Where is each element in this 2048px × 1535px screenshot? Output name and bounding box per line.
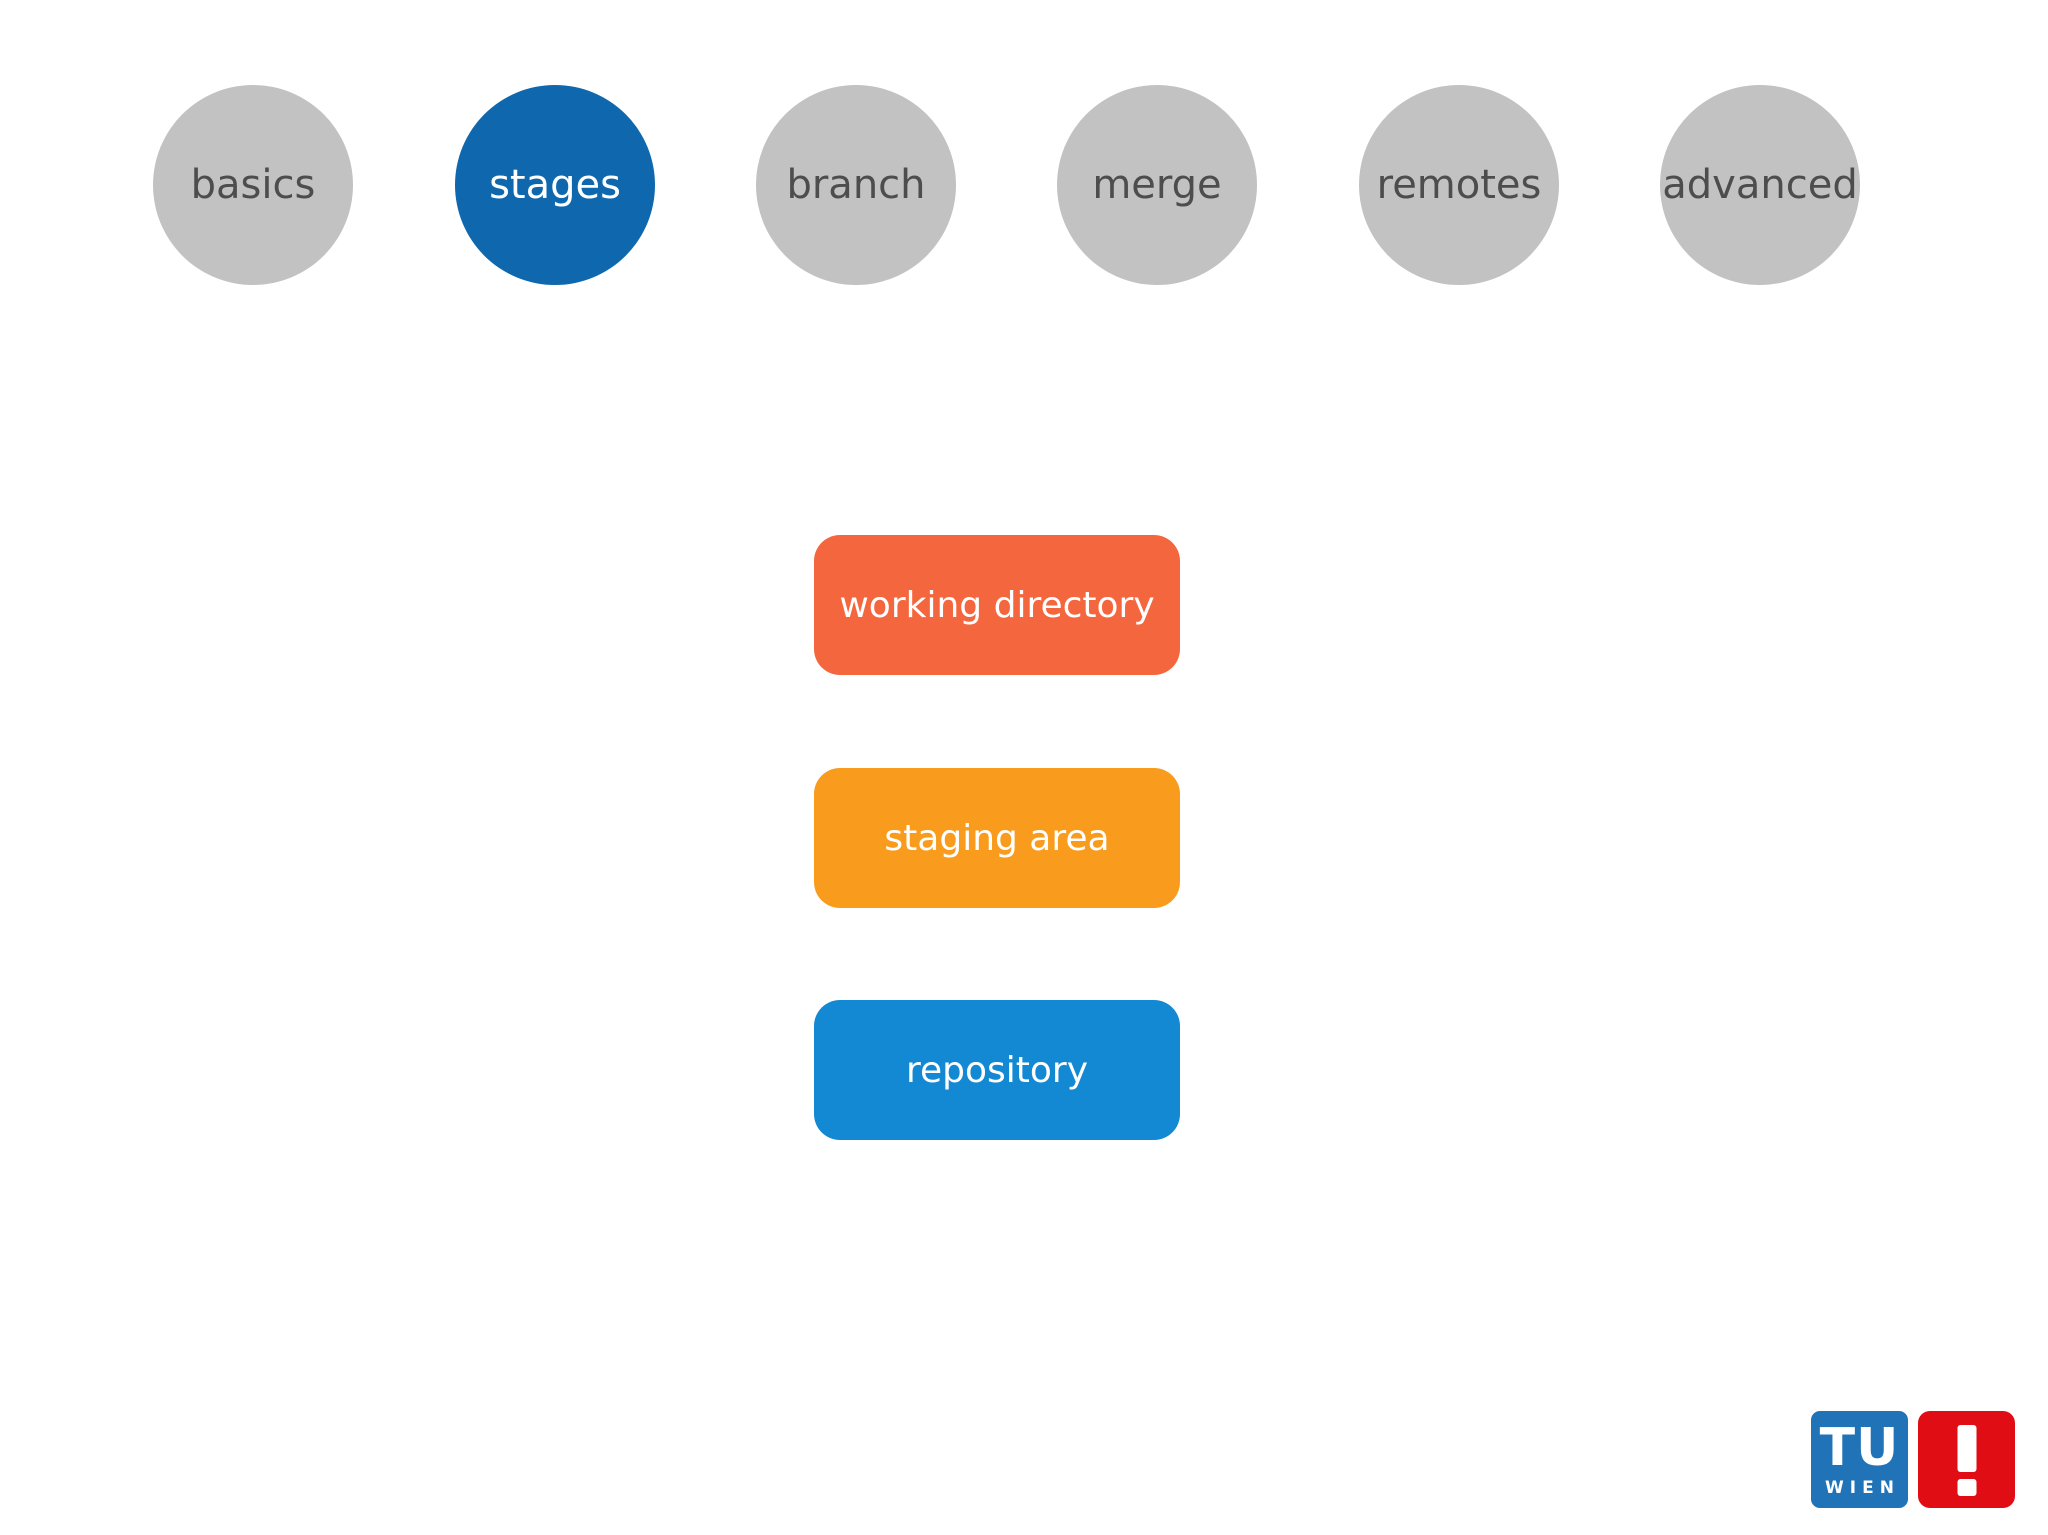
tu-logo-acronym: TU [1819, 1418, 1900, 1478]
nav-circle-stages[interactable]: stages [455, 85, 655, 285]
nav-circle-merge[interactable]: merge [1057, 85, 1257, 285]
nav-circle-remotes[interactable]: remotes [1359, 85, 1559, 285]
nav-circle-label: branch [786, 162, 926, 208]
tu-wien-logo: TU WIEN [1811, 1411, 1908, 1508]
stage-box-label: repository [905, 1049, 1089, 1091]
nav-circle-label: basics [190, 162, 316, 208]
tu-logo-city: WIEN [1825, 1478, 1900, 1498]
staging-area-box: staging area [814, 768, 1180, 908]
working-directory-box: working directory [814, 535, 1180, 675]
informatics-exclamation-logo [1918, 1411, 2015, 1508]
stage-box-label: staging area [884, 817, 1110, 859]
exclamation-dot-icon [1957, 1479, 1976, 1496]
nav-circle-advanced[interactable]: advanced [1660, 85, 1860, 285]
nav-circle-basics[interactable]: basics [153, 85, 353, 285]
nav-circle-label: remotes [1376, 162, 1542, 208]
exclamation-bar-icon [1957, 1425, 1976, 1472]
nav-circle-label: merge [1092, 162, 1222, 208]
repository-box: repository [814, 1000, 1180, 1140]
stage-box-label: working directory [839, 584, 1155, 626]
nav-circle-label: advanced [1662, 162, 1858, 208]
nav-circle-branch[interactable]: branch [756, 85, 956, 285]
nav-circle-label: stages [489, 162, 621, 208]
